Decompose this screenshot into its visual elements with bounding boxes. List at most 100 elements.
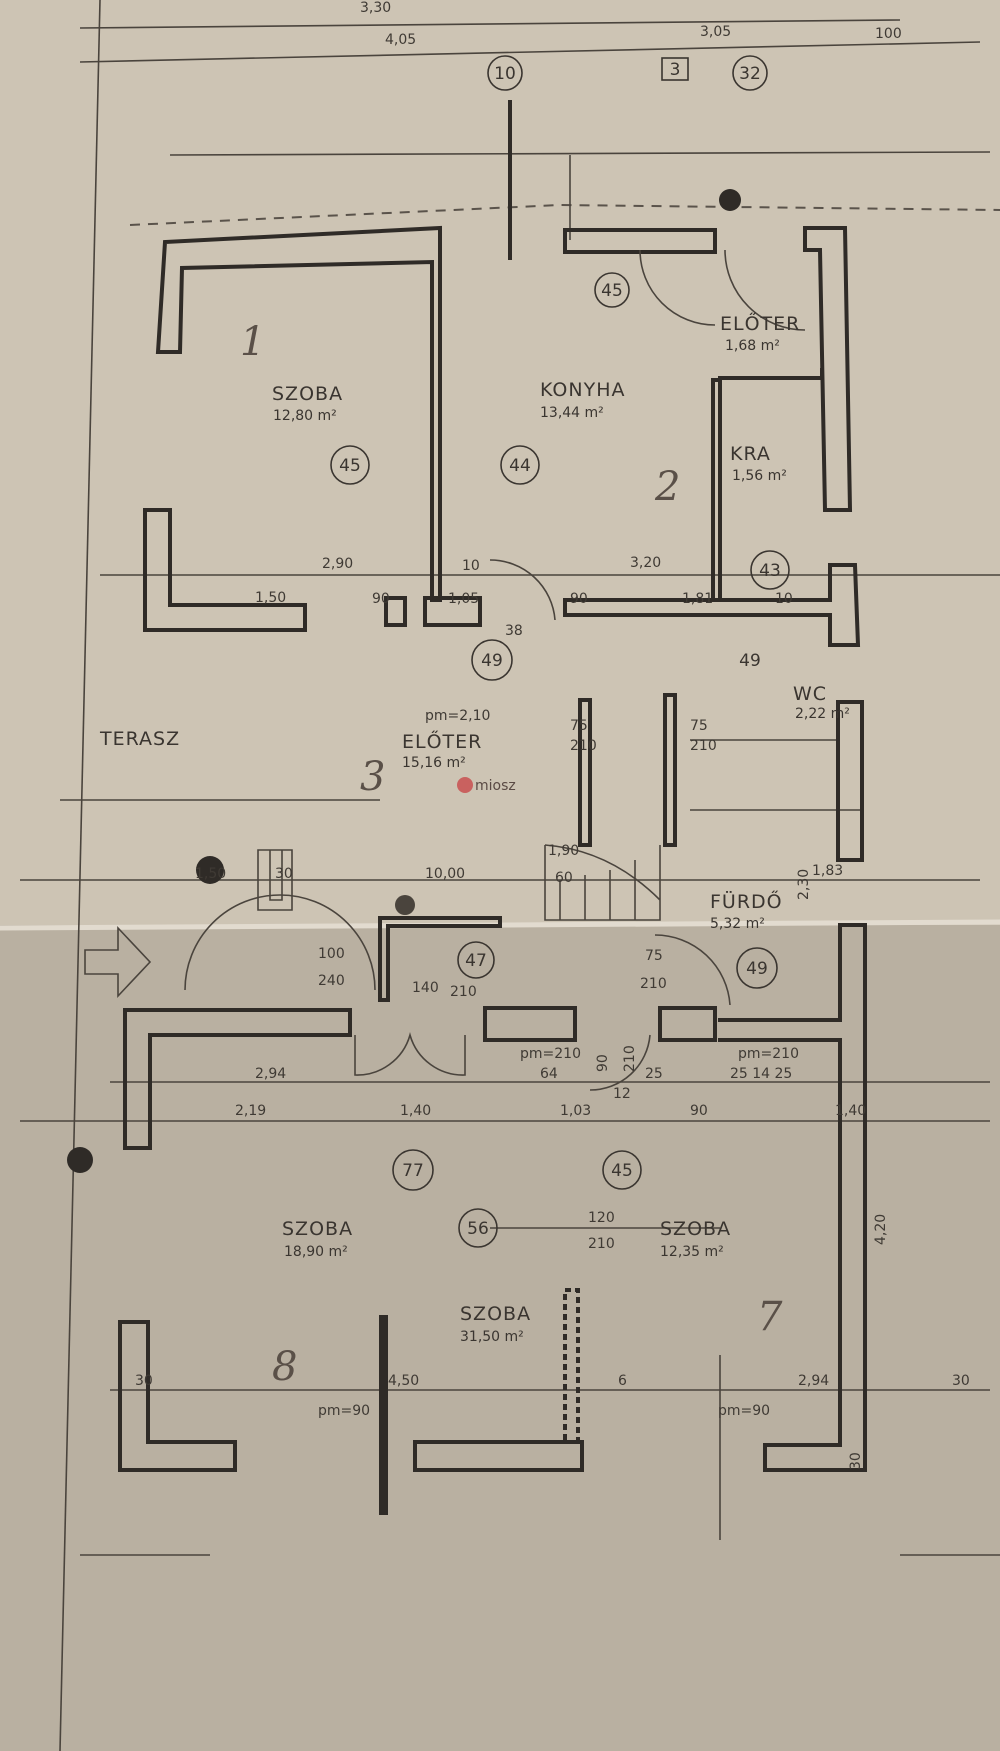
dimension: 90 bbox=[690, 1103, 708, 1119]
dimension: 140 bbox=[412, 980, 439, 996]
level-symbols bbox=[67, 189, 741, 1173]
dimension: pm=210 bbox=[738, 1046, 799, 1062]
watermark-logo-icon bbox=[457, 777, 473, 793]
dimension: 10,00 bbox=[425, 866, 465, 882]
dimension: pm=210 bbox=[520, 1046, 581, 1062]
room-area: 15,16 m² bbox=[402, 755, 466, 771]
room-name: TERASZ bbox=[99, 728, 180, 750]
dimension: 25 bbox=[645, 1066, 663, 1082]
dimension: 60 bbox=[555, 870, 573, 886]
dimension: 12 bbox=[613, 1086, 631, 1102]
dimension: 90 bbox=[372, 591, 390, 607]
room-labels: SZOBA 12,80 m² KONYHA 13,44 m² ELŐTER 1,… bbox=[99, 311, 850, 1345]
watermark-logo: miosz bbox=[457, 777, 516, 794]
dimension: 4,05 bbox=[385, 32, 416, 48]
handwritten-number: 8 bbox=[272, 1344, 297, 1390]
marker-label: 32 bbox=[739, 64, 761, 84]
circle-markers: 10 32 45 45 44 43 49 49 47 49 77 45 56 3 bbox=[330, 55, 790, 1248]
handwritten-number: 3 bbox=[360, 754, 385, 800]
dimension: 30 bbox=[952, 1373, 970, 1389]
dimension: 2,90 bbox=[322, 556, 353, 572]
dimension: 120 bbox=[588, 1210, 615, 1226]
partition-wall bbox=[379, 1315, 388, 1515]
dimension: 75 bbox=[690, 718, 708, 734]
dimension: 25 14 25 bbox=[730, 1066, 792, 1082]
dimension: 1,40 bbox=[835, 1103, 866, 1119]
handwritten-numbers: 1 2 3 8 7 bbox=[240, 319, 783, 1390]
dimension: 210 bbox=[640, 976, 667, 992]
dimension: 210 bbox=[690, 738, 717, 754]
room-area: 2,22 m² bbox=[795, 706, 850, 722]
dimension-lines bbox=[20, 0, 1000, 1751]
level-symbol-icon bbox=[196, 856, 224, 884]
handwritten-number: 7 bbox=[757, 1294, 783, 1340]
handwritten-number: 2 bbox=[654, 464, 680, 510]
dimension: 3,20 bbox=[630, 555, 661, 571]
dimension: 30 bbox=[848, 1452, 864, 1470]
dimension: 1,05 bbox=[448, 591, 479, 607]
room-name: SZOBA bbox=[272, 383, 343, 405]
dimension: pm=90 bbox=[318, 1403, 370, 1419]
walls bbox=[118, 100, 867, 1515]
room-area: 1,56 m² bbox=[732, 468, 787, 484]
handwritten-number: 1 bbox=[240, 319, 265, 365]
dimension: 1,40 bbox=[400, 1103, 431, 1119]
marker-label: 43 bbox=[759, 561, 781, 581]
marker-label: 44 bbox=[509, 456, 531, 476]
marker-label: 45 bbox=[339, 456, 361, 476]
dimension: 1,83 bbox=[812, 863, 843, 879]
room-area: 12,35 m² bbox=[660, 1244, 724, 1260]
marker-label: 49 bbox=[481, 651, 503, 671]
dimension: 240 bbox=[318, 973, 345, 989]
dimension: 3,05 bbox=[700, 24, 731, 40]
room-name: KONYHA bbox=[540, 379, 625, 401]
dimension-texts: 3,30 4,05 3,05 100 2,90 3,20 1,50 90 1,0… bbox=[135, 0, 970, 1470]
marker-label: 45 bbox=[611, 1161, 633, 1181]
dimension: 4,50 bbox=[388, 1373, 419, 1389]
dimension: 1,50 bbox=[255, 590, 286, 606]
room-name: FÜRDŐ bbox=[710, 889, 783, 913]
entrance-arrow-icon bbox=[84, 925, 152, 999]
watermark-text: miosz bbox=[475, 778, 516, 794]
marker-label: 45 bbox=[601, 281, 623, 301]
marker-label: 56 bbox=[467, 1219, 489, 1239]
marker-label: 47 bbox=[465, 951, 487, 971]
dimension: pm=90 bbox=[718, 1403, 770, 1419]
marker-label: 49 bbox=[746, 959, 768, 979]
dimension: 2,19 bbox=[235, 1103, 266, 1119]
dimension: 100 bbox=[318, 946, 345, 962]
room-name: SZOBA bbox=[460, 1303, 531, 1325]
dimension: 38 bbox=[505, 623, 523, 639]
room-area: 5,32 m² bbox=[710, 916, 765, 932]
room-name: SZOBA bbox=[282, 1218, 353, 1240]
dimension: 1,03 bbox=[560, 1103, 591, 1119]
dimension: 2,94 bbox=[255, 1066, 286, 1082]
dimension: 2,30 bbox=[796, 869, 812, 900]
dimension: 1,81 bbox=[682, 591, 713, 607]
dimension: 1,50 bbox=[195, 866, 226, 882]
room-area: 1,68 m² bbox=[725, 338, 780, 354]
room-area: 18,90 m² bbox=[284, 1244, 348, 1260]
dimension: 90 bbox=[570, 591, 588, 607]
dimension: 1,90 bbox=[548, 843, 579, 859]
room-area: 13,44 m² bbox=[540, 405, 604, 421]
room-area: 12,80 m² bbox=[273, 408, 337, 424]
level-symbol-icon bbox=[719, 189, 741, 211]
dimension: 4,20 bbox=[873, 1214, 889, 1245]
dimension: 10 bbox=[462, 558, 480, 574]
dimension: 64 bbox=[540, 1066, 558, 1082]
room-name: ELŐTER bbox=[720, 311, 800, 335]
level-symbol-icon bbox=[67, 1147, 93, 1173]
marker-label: 49 bbox=[739, 651, 761, 671]
doors bbox=[84, 249, 806, 1091]
dimension: 30 bbox=[275, 866, 293, 882]
dimension: 10 bbox=[775, 591, 793, 607]
dimension: 210 bbox=[450, 984, 477, 1000]
dimension: 6 bbox=[618, 1373, 627, 1389]
dimension: pm=2,10 bbox=[425, 708, 490, 724]
dimension: 90 bbox=[595, 1054, 611, 1072]
marker-label: 77 bbox=[402, 1161, 424, 1181]
dimension: 30 bbox=[135, 1373, 153, 1389]
dimension: 210 bbox=[622, 1045, 638, 1072]
